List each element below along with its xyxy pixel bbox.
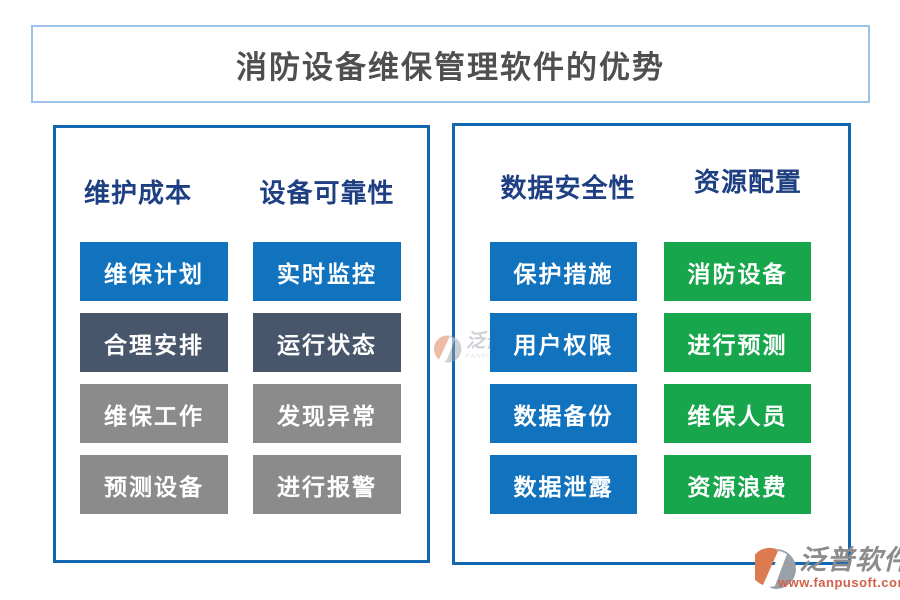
fanpu-logo-icon [755, 547, 797, 591]
advantage-item: 数据泄露 [490, 455, 637, 514]
column-header-resource-allocation: 资源配置 [693, 168, 802, 197]
advantage-item: 进行报警 [253, 455, 401, 514]
advantage-item: 数据备份 [490, 384, 637, 443]
brand-text: 泛普软件 [799, 545, 900, 575]
website-url[interactable]: www.fanpusoft.com [778, 575, 900, 590]
column-header-data-security: 数据安全性 [500, 174, 636, 203]
right-panel: 数据安全性 资源配置 保护措施 消防设备 用户权限 进行预测 数据备份 维保人员… [452, 123, 851, 565]
column-header-maintenance-cost: 维护成本 [83, 179, 192, 208]
advantage-item: 消防设备 [664, 242, 811, 301]
advantage-item: 进行预测 [664, 313, 811, 372]
advantage-item: 发现异常 [253, 384, 401, 443]
advantage-item: 用户权限 [490, 313, 637, 372]
title-box: 消防设备维保管理软件的优势 [31, 25, 870, 103]
advantage-item: 维保人员 [664, 384, 811, 443]
column-header-equipment-reliability: 设备可靠性 [259, 179, 395, 208]
advantage-item: 资源浪费 [664, 455, 811, 514]
right-panel-grid: 保护措施 消防设备 用户权限 进行预测 数据备份 维保人员 数据泄露 资源浪费 [490, 242, 811, 514]
advantage-item: 维保工作 [80, 384, 228, 443]
advantage-item: 运行状态 [253, 313, 401, 372]
left-panel: 维护成本 设备可靠性 维保计划 实时监控 合理安排 运行状态 维保工作 发现异常… [53, 125, 430, 563]
advantage-item: 预测设备 [80, 455, 228, 514]
advantage-item: 保护措施 [490, 242, 637, 301]
advantage-item: 实时监控 [253, 242, 401, 301]
advantage-item: 合理安排 [80, 313, 228, 372]
footer-logo: 泛普软件 www.fanpusoft.com [755, 547, 900, 591]
left-panel-grid: 维保计划 实时监控 合理安排 运行状态 维保工作 发现异常 预测设备 进行报警 [80, 242, 401, 514]
page-title: 消防设备维保管理软件的优势 [236, 49, 665, 85]
advantage-item: 维保计划 [80, 242, 228, 301]
